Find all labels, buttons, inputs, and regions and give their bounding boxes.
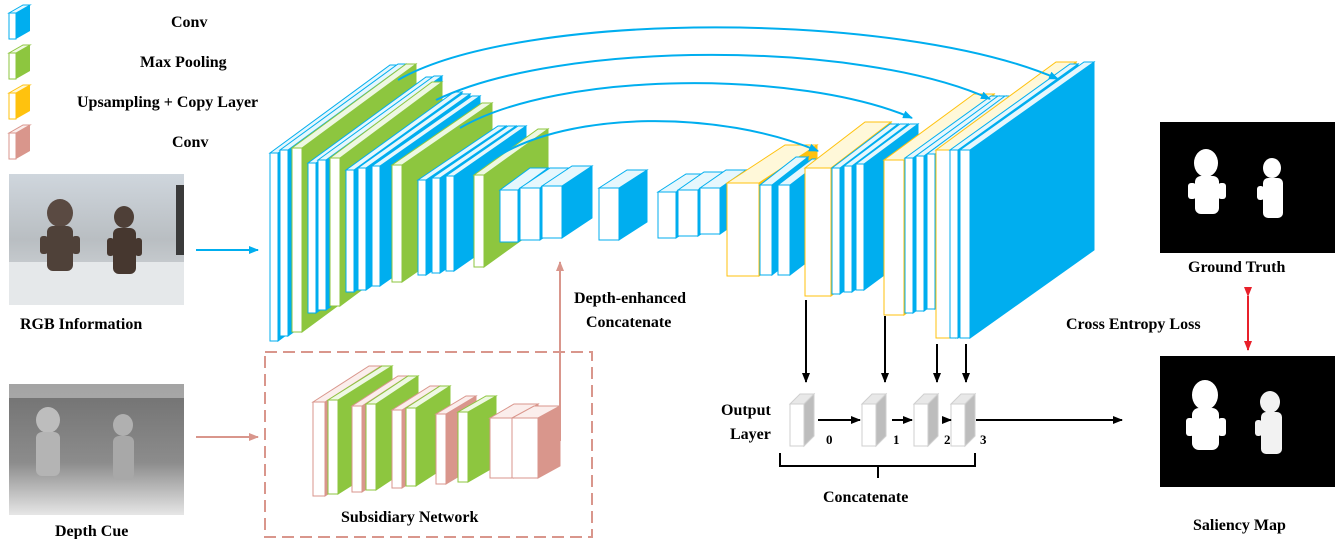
output-down-arrows [802, 300, 970, 383]
network-layers [268, 61, 1096, 342]
output-block-1 [860, 392, 888, 448]
saliency-map-label: Saliency Map [1193, 517, 1286, 534]
enc5-conv-c [540, 165, 594, 239]
ground-truth-label: Ground Truth [1188, 259, 1285, 276]
concatenate-label: Concatenate [823, 489, 908, 506]
subsidiary-network-label: Subsidiary Network [341, 509, 478, 526]
output-index-1: 1 [893, 432, 900, 447]
skip-arc-4 [494, 120, 819, 159]
rgb-caption: RGB Information [20, 316, 142, 333]
legend-upsample-swatch [7, 84, 32, 120]
depth-enhanced-label-line1: Depth-enhanced [574, 290, 686, 307]
skip-arc-3 [459, 82, 913, 129]
rgb-input-image [9, 174, 184, 305]
legend-depth-conv-swatch [7, 124, 32, 160]
saliency-map-image [1160, 356, 1335, 487]
depth-caption: Depth Cue [55, 523, 128, 539]
output-block-3 [949, 392, 977, 448]
bottleneck [597, 169, 649, 241]
output-index-3: 3 [980, 432, 987, 447]
skip-connections [397, 26, 1059, 159]
skip-arc-1 [397, 26, 1059, 81]
output-layer-label-line1: Output [721, 402, 771, 419]
legend-depth-conv-label: Conv [172, 134, 208, 151]
output-layer-blocks [788, 392, 977, 448]
dec1-conv-b [958, 61, 1096, 339]
concatenate-bracket [779, 453, 976, 478]
legend-conv-swatch [7, 4, 32, 40]
output-index-0: 0 [826, 432, 833, 447]
legend-conv-label: Conv [171, 14, 207, 31]
skip-arc-2 [435, 53, 991, 101]
output-block-0 [788, 392, 816, 448]
output-block-2 [912, 392, 940, 448]
depth-input-image [9, 384, 184, 515]
legend-upsample-label: Upsampling + Copy Layer [77, 94, 258, 111]
sub-pool-4 [456, 395, 498, 483]
subsidiary-layers [311, 365, 561, 497]
legend-pool-swatch [7, 44, 32, 80]
legend-pool-label: Max Pooling [140, 54, 227, 71]
output-index-2: 2 [944, 432, 951, 447]
depth-enhanced-label-line2: Concatenate [586, 314, 671, 331]
ground-truth-image [1160, 122, 1335, 253]
sub-conv-6 [511, 405, 561, 479]
output-layer-label-line2: Layer [730, 426, 771, 443]
cross-entropy-label: Cross Entropy Loss [1066, 316, 1201, 333]
legend: Conv Max Pooling Upsampling + Copy Layer… [7, 4, 258, 160]
subsidiary-network-box [264, 351, 593, 538]
depth-to-encoder-arrow [543, 261, 564, 441]
